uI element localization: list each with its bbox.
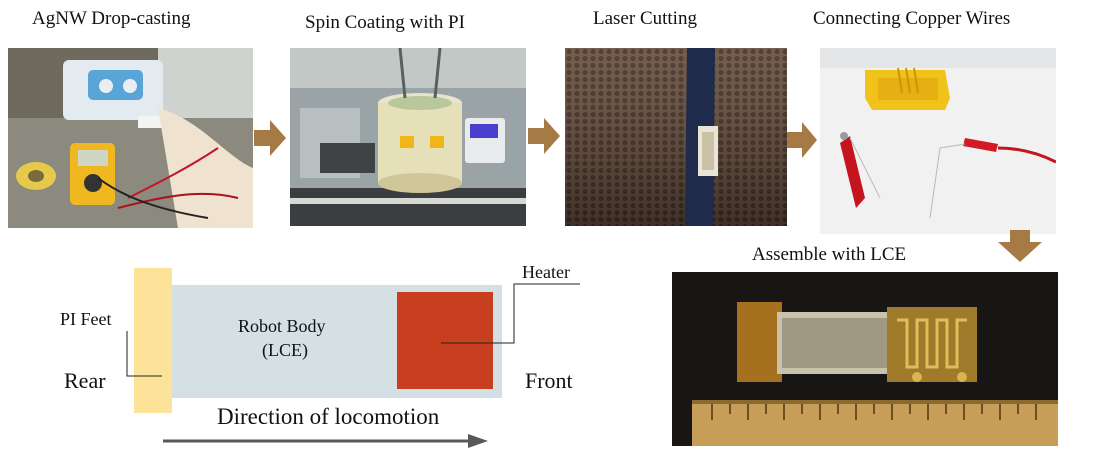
step-label-assemble: Assemble with LCE xyxy=(752,244,907,265)
robot-body-sublabel: (LCE) xyxy=(262,340,308,360)
rear-label: Rear xyxy=(64,368,106,393)
direction-arrow-head xyxy=(468,434,488,448)
flow-arrow-1 xyxy=(254,120,286,156)
front-label: Front xyxy=(525,368,573,393)
step-label-spin: Spin Coating with PI xyxy=(305,12,465,33)
robot-body-label: Robot Body xyxy=(238,316,326,336)
direction-label: Direction of locomotion xyxy=(217,404,440,429)
pi-feet-rect xyxy=(134,268,172,413)
photo-assembled-lce xyxy=(672,272,1058,446)
photo-agnw-dropcasting xyxy=(8,48,253,228)
step-label-copper: Connecting Copper Wires xyxy=(813,8,1011,29)
pi-feet-leader xyxy=(126,331,162,377)
photo-spin-coating xyxy=(290,48,526,226)
heater-label: Heater xyxy=(522,262,570,282)
flow-arrow-2 xyxy=(528,118,560,154)
photo-laser-cutting xyxy=(565,48,787,226)
pi-feet-label: PI Feet xyxy=(60,309,112,329)
heater-leader xyxy=(441,283,580,344)
flow-arrow-3 xyxy=(787,122,817,158)
photo-copper-wires xyxy=(820,48,1056,234)
step-label-laser: Laser Cutting xyxy=(593,8,697,29)
flow-arrow-down xyxy=(998,230,1042,262)
heater-rect xyxy=(397,292,493,389)
step-label-agnw: AgNW Drop-casting xyxy=(32,8,191,29)
